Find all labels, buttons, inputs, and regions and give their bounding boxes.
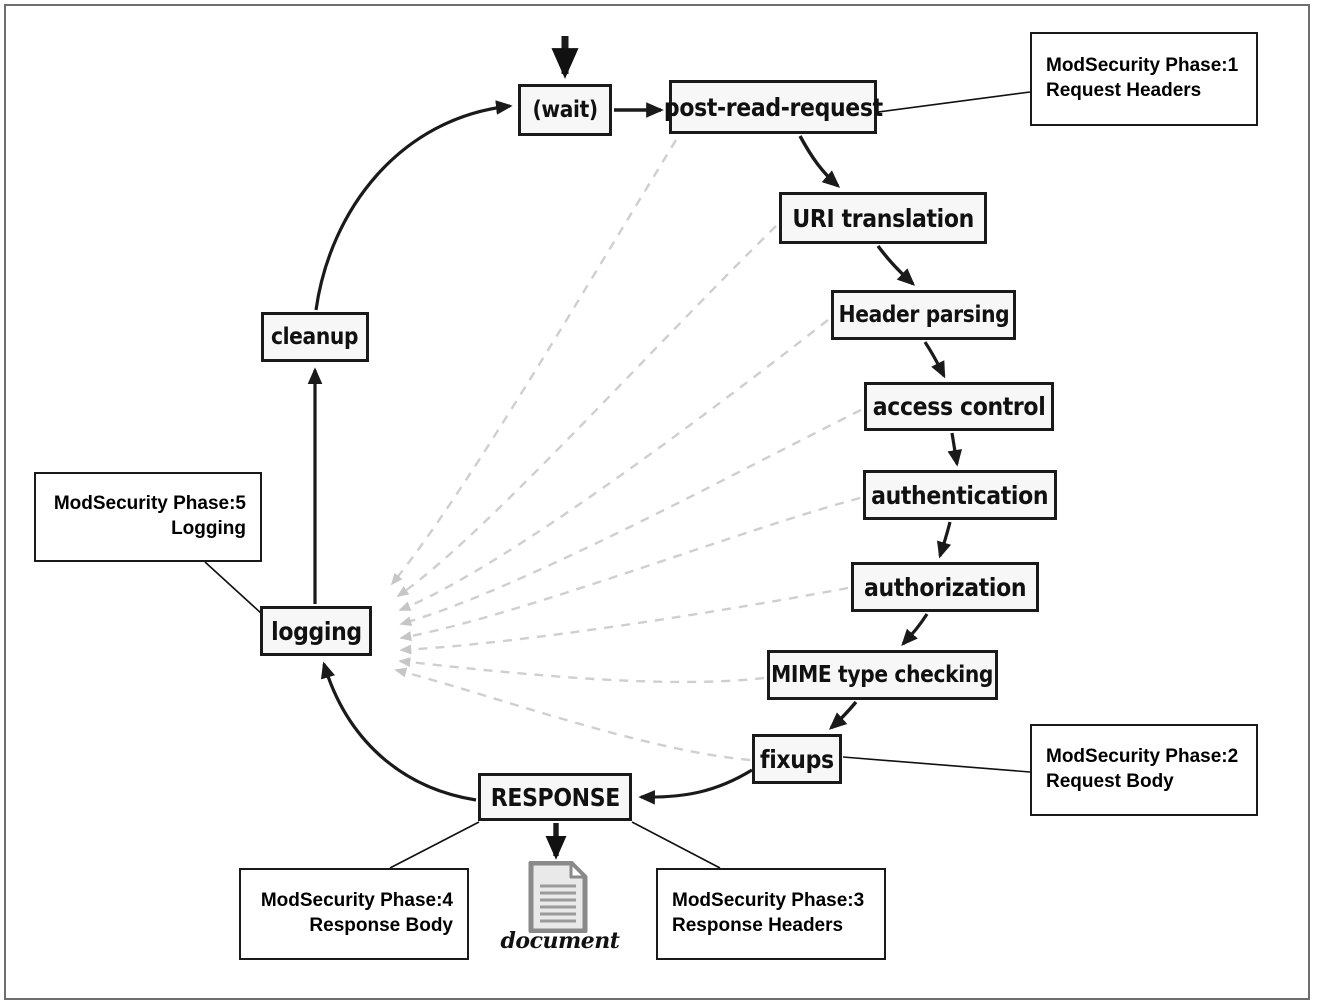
node-label: post-read-request <box>663 92 883 122</box>
arrow-authorization-to-mime-type-checking <box>901 613 929 646</box>
leader-line-phase-4 <box>389 821 480 869</box>
callout-line-2: Request Headers <box>1046 80 1202 101</box>
arrow-response-to-logging <box>320 661 477 802</box>
node-label: authentication <box>871 480 1049 510</box>
arrow-authentication-to-authorization <box>937 521 952 559</box>
callout-line-1: ModSecurity Phase:2 <box>1046 746 1239 768</box>
node-authentication[interactable]: authentication <box>863 470 1057 520</box>
dashed-arrow-from-post-read-request <box>390 139 678 586</box>
node-label: access control <box>872 392 1046 421</box>
document-text-lines <box>540 884 576 923</box>
leader-line-phase-5 <box>204 561 263 615</box>
arrow-post-read-request-to-uri-translation <box>798 135 841 188</box>
arrow-access-control-to-authentication <box>947 432 963 467</box>
arrow-cleanup-to-wait <box>314 100 513 311</box>
node-uri-translation[interactable]: URI translation <box>779 192 987 244</box>
node-label: RESPONSE <box>490 782 620 812</box>
node-label: fixups <box>760 744 834 774</box>
node-label: URI translation <box>792 203 974 233</box>
leader-line-phase-3 <box>631 821 721 869</box>
document-caption: document <box>500 928 620 954</box>
arrow-uri-translation-to-header-parsing <box>876 244 916 286</box>
arrow-mime-type-checking-to-fixups <box>828 700 858 730</box>
node-label: logging <box>270 616 362 646</box>
document-icon <box>528 861 588 933</box>
dashed-arrow-from-uri-translation <box>396 225 777 597</box>
callout-line-1: ModSecurity Phase:5 <box>53 493 246 515</box>
node-cleanup[interactable]: cleanup <box>261 312 369 362</box>
node-post-read-request[interactable]: post-read-request <box>664 80 883 134</box>
dashed-arrow-from-header-parsing <box>398 319 829 612</box>
callout-line-1: ModSecurity Phase:1 <box>1046 55 1239 77</box>
node-header-parsing[interactable]: Header parsing <box>831 290 1016 340</box>
callout-line-2: Response Body <box>309 915 453 936</box>
node-label: cleanup <box>271 324 359 350</box>
pipeline-arrows <box>307 36 963 860</box>
dashed-arrow-from-mime-type-checking <box>398 657 765 684</box>
node-mime-type-checking[interactable]: MIME type checking <box>767 650 998 700</box>
callout-line-1: ModSecurity Phase:4 <box>260 890 453 912</box>
node-label: authorization <box>863 572 1027 602</box>
node-logging[interactable]: logging <box>260 606 372 656</box>
callout-phase-3: ModSecurity Phase:3 Response Headers <box>656 868 886 960</box>
leader-line-phase-2 <box>842 756 1031 773</box>
callout-phase-5: ModSecurity Phase:5 Logging <box>34 472 262 562</box>
node-access-control[interactable]: access control <box>864 382 1054 431</box>
node-label: Header parsing <box>838 302 1009 328</box>
node-label: MIME type checking <box>771 662 994 688</box>
dashed-arrow-from-fixups <box>394 667 751 762</box>
leader-line-phase-1 <box>877 91 1031 113</box>
document-fold-corner <box>569 861 587 879</box>
node-fixups[interactable]: fixups <box>752 734 842 784</box>
callout-leader-lines <box>204 91 1031 869</box>
node-label: (wait) <box>532 97 598 123</box>
dashed-arrow-from-authentication <box>399 496 861 642</box>
callout-line-1: ModSecurity Phase:3 <box>672 890 865 912</box>
callout-line-2: Logging <box>171 518 246 539</box>
dashed-arrow-from-access-control <box>399 408 862 627</box>
dashed-logging-arrows <box>390 139 862 762</box>
node-wait[interactable]: (wait) <box>518 84 612 136</box>
callout-phase-4: ModSecurity Phase:4 Response Body <box>239 868 469 960</box>
callout-phase-1: ModSecurity Phase:1 Request Headers <box>1030 32 1258 126</box>
arrow-header-parsing-to-access-control <box>923 341 946 379</box>
dashed-arrow-from-authorization <box>399 586 849 655</box>
callout-line-2: Response Headers <box>672 915 844 936</box>
node-response[interactable]: RESPONSE <box>478 773 632 821</box>
callout-line-2: Request Body <box>1046 771 1174 792</box>
node-authorization[interactable]: authorization <box>851 562 1039 612</box>
callout-phase-2: ModSecurity Phase:2 Request Body <box>1030 724 1258 816</box>
arrow-fixups-to-response <box>638 768 753 805</box>
